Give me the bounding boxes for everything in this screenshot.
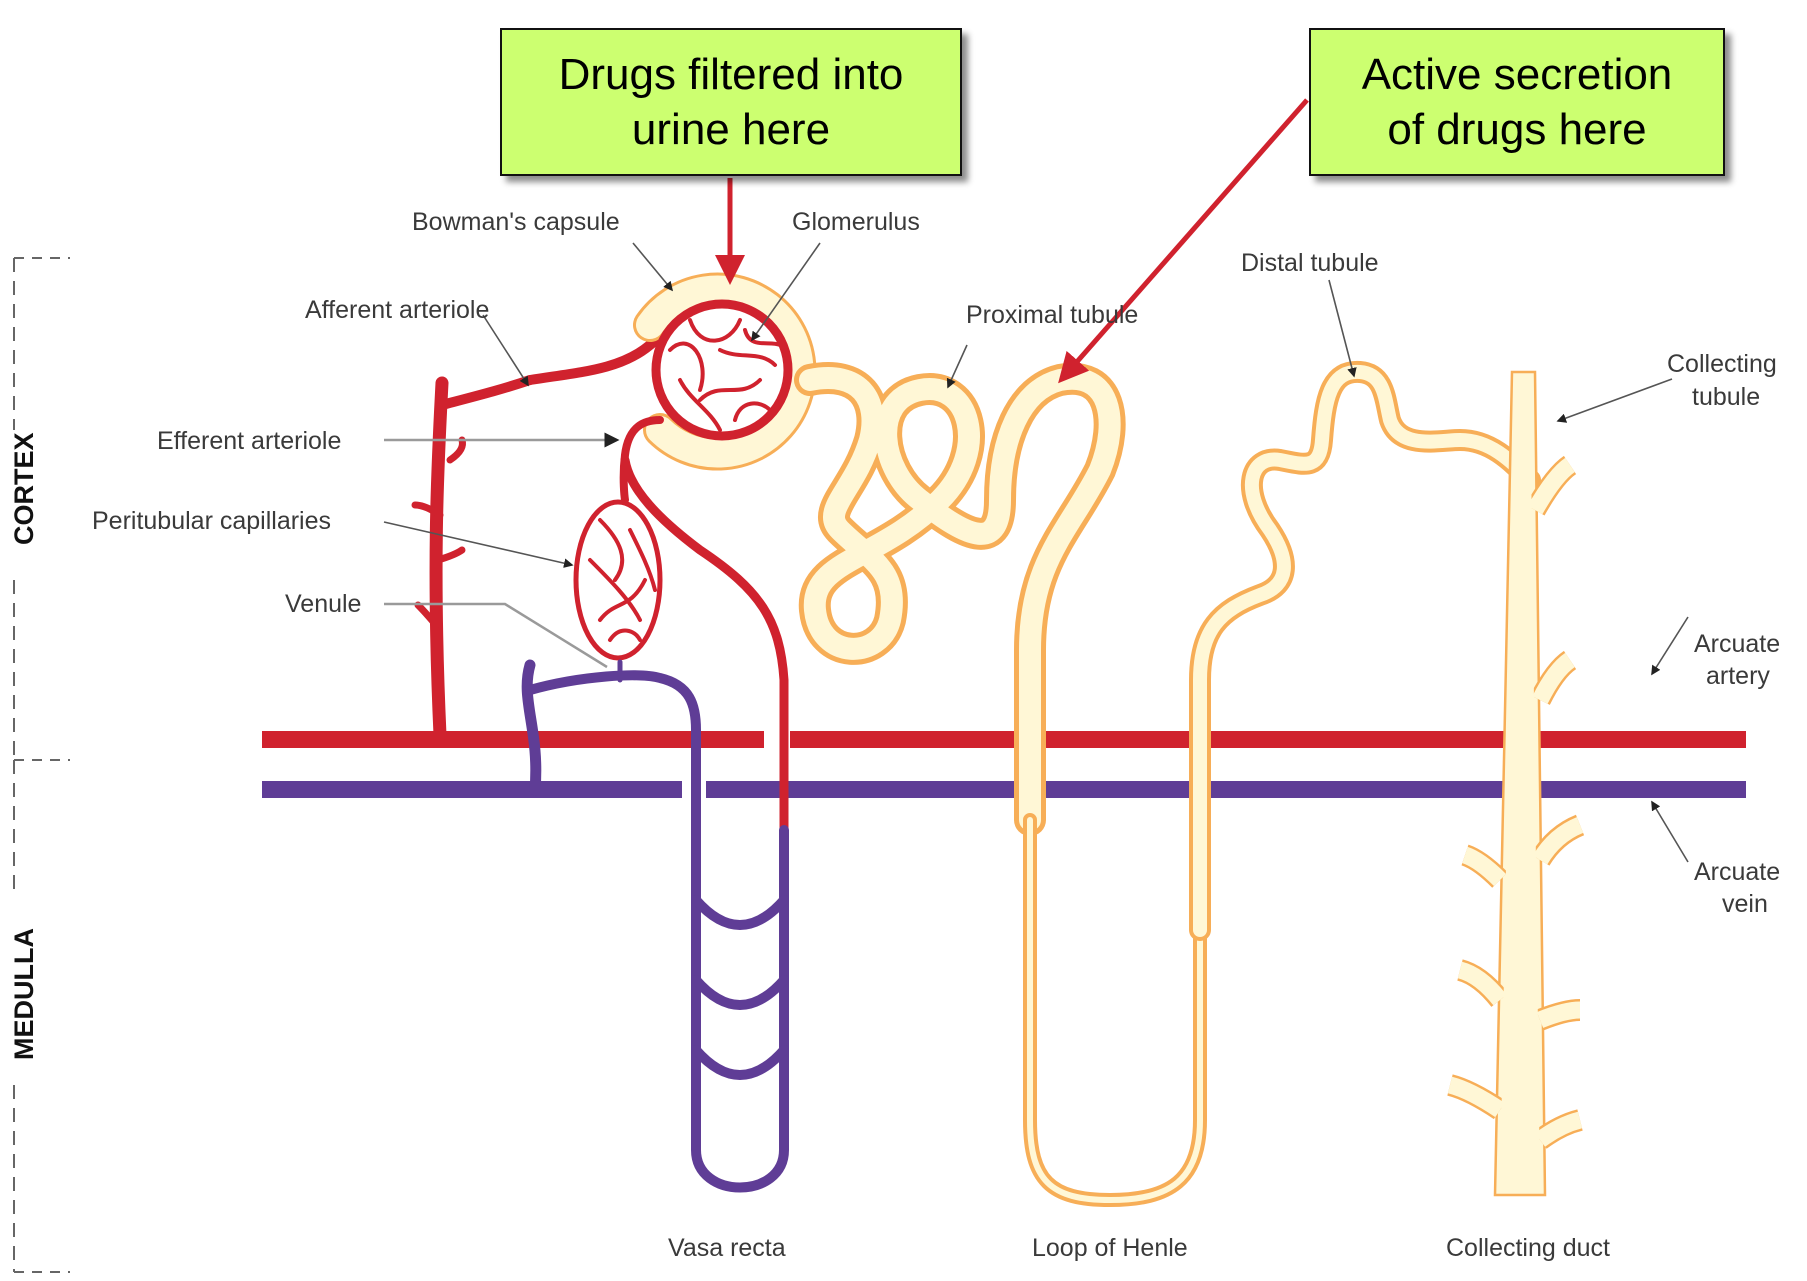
label-peritubular-capillaries: Peritubular capillaries xyxy=(92,507,331,535)
peritubular-capillaries xyxy=(573,455,789,835)
label-loop-of-henle: Loop of Henle xyxy=(1032,1234,1188,1262)
callout-filtered-line1: Drugs filtered into xyxy=(558,50,904,99)
callout-drugs-filtered: Drugs filtered into urine here xyxy=(500,28,962,176)
label-leaders xyxy=(383,242,1689,863)
label-arcuate-artery-line1: Arcuate xyxy=(1694,630,1780,658)
label-vasa-recta: Vasa recta xyxy=(668,1234,786,1262)
label-afferent-arteriole: Afferent arteriole xyxy=(305,296,489,324)
label-proximal-tubule: Proximal tubule xyxy=(966,301,1138,329)
bowmans-capsule xyxy=(633,272,817,471)
callout-filtered-line2: urine here xyxy=(631,105,831,154)
label-arcuate-artery-line2: artery xyxy=(1706,662,1770,690)
vasa-recta xyxy=(521,659,789,1193)
zone-label-cortex: CORTEX xyxy=(9,432,39,545)
label-efferent-arteriole: Efferent arteriole xyxy=(157,427,341,455)
efferent-arteriole xyxy=(619,416,664,504)
proximal-tubule xyxy=(794,362,1126,836)
callout-active-secretion: Active secretion of drugs here xyxy=(1309,28,1725,176)
collecting-duct xyxy=(1446,370,1585,1197)
arcuate-vein xyxy=(262,781,1746,798)
zone-label-medulla: MEDULLA xyxy=(9,928,39,1060)
interlobular-artery xyxy=(411,375,535,742)
label-collecting-tubule-line1: Collecting xyxy=(1667,350,1777,378)
label-glomerulus: Glomerulus xyxy=(792,208,920,236)
label-distal-tubule: Distal tubule xyxy=(1241,249,1379,277)
label-venule: Venule xyxy=(285,590,361,618)
label-bowmans-capsule: Bowman's capsule xyxy=(412,208,620,236)
label-collecting-duct: Collecting duct xyxy=(1446,1234,1610,1262)
label-arcuate-vein-line1: Arcuate xyxy=(1694,858,1780,886)
callout-arrow-secretion xyxy=(1058,98,1309,384)
callout-secretion-line2: of drugs here xyxy=(1387,105,1647,154)
loop-of-henle xyxy=(1023,360,1541,1207)
label-arcuate-vein-line2: vein xyxy=(1722,890,1768,918)
glomerulus xyxy=(651,299,793,441)
label-collecting-tubule-line2: tubule xyxy=(1692,383,1760,411)
zone-brackets: CORTEX MEDULLA xyxy=(9,257,70,1273)
callout-secretion-line1: Active secretion xyxy=(1361,50,1673,99)
